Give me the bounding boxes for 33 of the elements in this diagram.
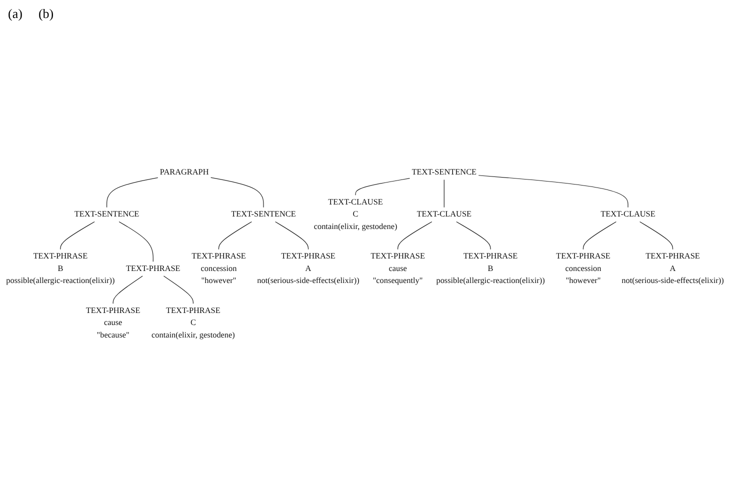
node-text: PARAGRAPH — [160, 168, 209, 177]
connector — [118, 221, 154, 262]
node-text: TEXT-PHRASE A not(serious-side-effects(elixir)) — [622, 252, 724, 286]
panel-label: (b) — [38, 6, 54, 22]
node-text: TEXT-CLAUSE — [600, 210, 656, 219]
connector — [106, 177, 158, 208]
connector — [355, 178, 410, 196]
connector — [60, 221, 95, 250]
node-text: TEXT-PHRASE A not(serious-side-effects(elixir)) — [257, 252, 360, 286]
node-text: TEXT-PHRASE B possible(allergic-reaction(elixir)) — [436, 252, 545, 286]
node-text: TEXT-PHRASE cause "consequently" — [370, 252, 425, 286]
connector — [478, 175, 628, 208]
node-text: TEXT-PHRASE C contain(elixir, gestodene) — [152, 306, 235, 340]
connector — [640, 221, 674, 250]
connector — [112, 276, 143, 304]
connector — [582, 221, 616, 250]
connector — [397, 221, 432, 250]
node-text: TEXT-SENTENCE — [412, 168, 477, 177]
node-text: TEXT-PHRASE cause "because" — [86, 306, 140, 340]
node-text: TEXT-PHRASE — [126, 264, 180, 273]
node-text: TEXT-CLAUSE C contain(elixir, gestodene) — [314, 198, 398, 231]
connector — [275, 221, 309, 250]
connector — [210, 177, 264, 208]
panel-label: (a) — [8, 6, 22, 22]
node-text: TEXT-SENTENCE — [74, 210, 140, 219]
node-text: TEXT-PHRASE concession "however" — [192, 252, 246, 286]
node-text: TEXT-SENTENCE — [231, 210, 296, 219]
connector — [456, 221, 491, 250]
node-text: TEXT-CLAUSE — [416, 210, 472, 219]
node-text: TEXT-PHRASE concession "however" — [556, 252, 610, 286]
connector — [163, 276, 194, 304]
connector — [218, 221, 252, 250]
node-text: TEXT-PHRASE B possible(allergic-reaction(elixir)) — [6, 252, 115, 286]
